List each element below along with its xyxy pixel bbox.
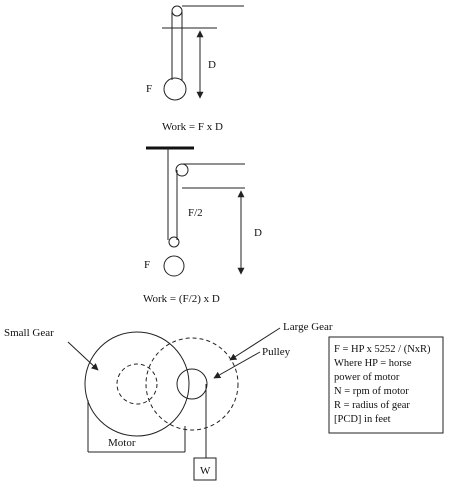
pulley-label: Pulley <box>262 346 291 358</box>
small-gear-outer <box>84 331 190 437</box>
formula-line: F = HP x 5252 / (NxR) <box>334 344 431 355</box>
gear-motor-diagram: Small Gear Large Gear Pulley Motor W <box>4 321 333 481</box>
top-pulley-wheel <box>171 5 183 17</box>
upper-pulley-wheel <box>175 163 189 177</box>
small-gear-pointer <box>67 341 99 371</box>
formula-line: Where HP = horse <box>334 358 412 369</box>
formula-line: power of motor <box>334 372 400 383</box>
work-formula-2: Work = (F/2) x D <box>143 293 220 305</box>
large-gear-label: Large Gear <box>283 321 333 333</box>
distance-label: D <box>208 59 216 71</box>
force-label: F <box>146 83 152 95</box>
small-gear-inner <box>116 363 158 405</box>
load-weight-2 <box>163 255 185 277</box>
formula-line: N = rpm of motor <box>334 386 409 397</box>
weight-box <box>193 457 217 481</box>
work-formula-1: Work = F x D <box>162 121 223 133</box>
force-label-2: F <box>144 259 150 271</box>
compound-pulley-diagram: F/2 F D Work = (F/2) x D <box>143 146 262 305</box>
large-gear-pointer <box>229 327 281 361</box>
pulley-wheel <box>176 368 208 400</box>
simple-pulley-diagram: F D Work = F x D <box>146 5 244 133</box>
formula-box: F = HP x 5252 / (NxR) Where HP = horse p… <box>328 336 444 434</box>
formula-box-border <box>328 336 444 434</box>
small-gear-label: Small Gear <box>4 327 54 339</box>
load-weight <box>163 77 187 101</box>
formula-line: [PCD] in feet <box>334 414 391 425</box>
lower-pulley-wheel <box>168 236 180 248</box>
pulley-pointer <box>213 351 261 379</box>
weight-label: W <box>200 465 211 477</box>
half-force-label: F/2 <box>188 207 203 219</box>
large-gear <box>145 337 239 431</box>
formula-line: R = radius of gear <box>334 400 410 411</box>
motor-label: Motor <box>108 437 136 449</box>
distance-label-2: D <box>254 227 262 239</box>
